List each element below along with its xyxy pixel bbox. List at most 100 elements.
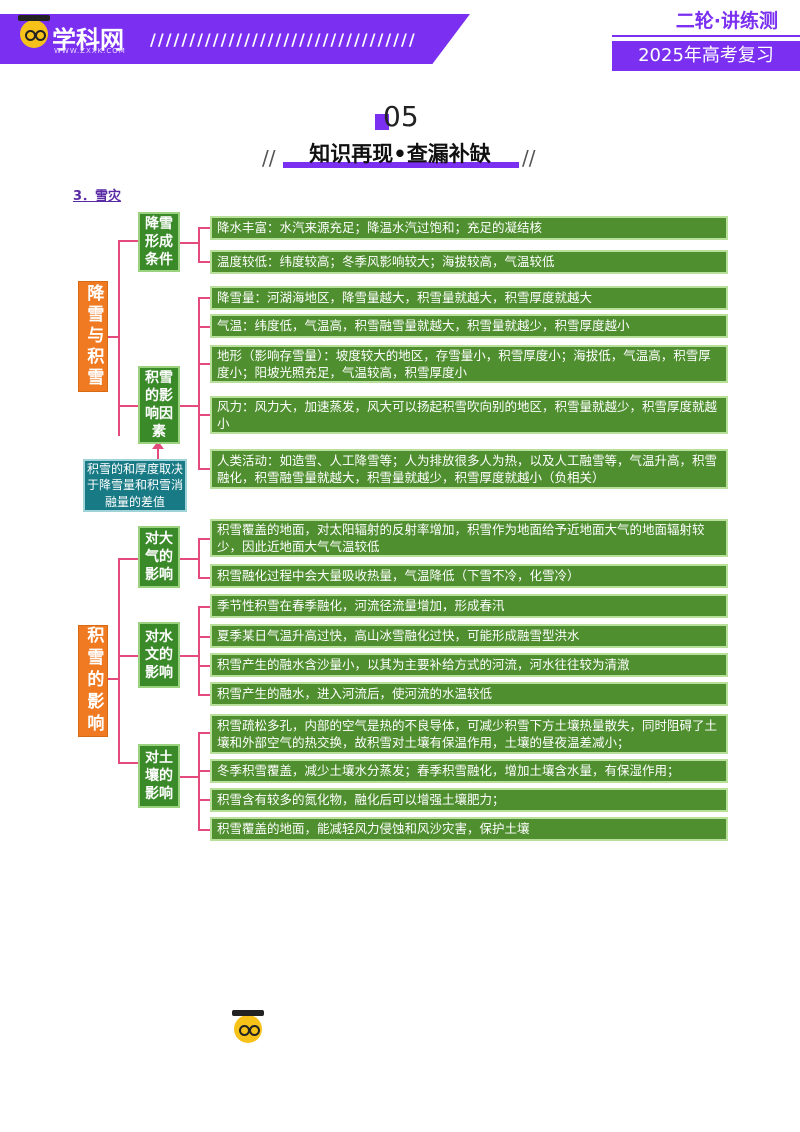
list-item: 积雪覆盖的地面，能减轻风力侵蚀和风沙灾害，保护土壤	[210, 817, 728, 841]
connector	[198, 261, 210, 263]
title-slash-right: //	[522, 146, 536, 170]
branch-snowfall-conditions: 降雪形成条件	[138, 212, 180, 272]
title-slash-left: //	[262, 146, 276, 170]
section-title: 知识再现•查漏补缺	[309, 142, 491, 166]
connector	[198, 829, 210, 831]
connector	[118, 558, 138, 560]
list-item: 积雪含有较多的氮化物，融化后可以增强土壤肥力；	[210, 788, 728, 812]
logo-text: 学科网	[52, 26, 124, 54]
root-snowfall-accumulation: 降雪与积雪	[78, 281, 108, 392]
item-text: 积雪融化过程中会大量吸收热量，气温降低（下雪不冷，化雪冷）	[217, 568, 580, 584]
logo-mascot-icon	[18, 15, 50, 48]
connector	[180, 655, 198, 657]
connector	[180, 776, 198, 778]
item-text: 温度较低：纬度较高；冬季风影响较大；海拔较高，气温较低	[217, 254, 555, 270]
section-number: 05	[383, 100, 419, 133]
logo-url: WWW.ZXXK.COM	[54, 47, 126, 55]
connector	[198, 326, 210, 328]
item-text: 降水丰富：水汽来源充足；降温水汽过饱和；充足的凝结核	[217, 220, 543, 236]
item-text: 积雪覆盖的地面，能减轻风力侵蚀和风沙灾害，保护土壤	[217, 821, 530, 837]
connector	[198, 694, 210, 696]
connector	[198, 227, 200, 262]
item-text: 积雪含有较多的氮化物，融化后可以增强土壤肥力；	[217, 792, 505, 808]
connector	[108, 678, 118, 680]
list-item: 地形（影响存雪量）：坡度较大的地区，存雪量小，积雪厚度小；海拔低，气温高，积雪厚…	[210, 345, 728, 383]
connector	[198, 606, 210, 608]
connector	[180, 242, 198, 244]
section-number-accent	[375, 114, 389, 130]
item-text: 降雪量：河湖海地区，降雪量越大，积雪量就越大，积雪厚度就越大	[217, 290, 593, 306]
list-item: 冬季积雪覆盖，减少土壤水分蒸发；春季积雪融化，增加土壤含水量，有保湿作用；	[210, 759, 728, 783]
item-text: 地形（影响存雪量）：坡度较大的地区，存雪量小，积雪厚度小；海拔低，气温高，积雪厚…	[217, 347, 711, 381]
list-item: 积雪融化过程中会大量吸收热量，气温降低（下雪不冷，化雪冷）	[210, 564, 728, 588]
connector	[198, 577, 210, 579]
subheading: 3．雪灾	[73, 189, 122, 204]
item-text: 积雪覆盖的地面，对太阳辐射的反射率增加，积雪作为地面给予近地面大气的地面辐射较少…	[217, 521, 705, 555]
item-text: 季节性积雪在春季融化，河流径流量增加，形成春汛	[217, 598, 505, 614]
root-label: 积雪的影响	[83, 626, 104, 736]
branch-atmosphere: 对大气的影响	[138, 526, 180, 588]
list-item: 温度较低：纬度较高；冬季风影响较大；海拔较高，气温较低	[210, 250, 728, 274]
item-text: 气温：纬度低，气温高，积雪融雪量就越大，积雪量就越少，积雪厚度越小	[217, 318, 630, 334]
list-item: 积雪疏松多孔，内部的空气是热的不良导体，可减少积雪下方土壤热量散失，同时阻碍了土…	[210, 714, 728, 754]
connector	[198, 606, 200, 695]
title-underline	[283, 162, 519, 168]
connector	[198, 538, 210, 540]
branch-hydrology: 对水文的影响	[138, 622, 180, 688]
branch-label: 积雪的影响因素	[145, 369, 173, 441]
list-item: 夏季某日气温升高过快，高山冰雪融化过快，可能形成融雪型洪水	[210, 624, 728, 648]
list-item: 季节性积雪在春季融化，河流径流量增加，形成春汛	[210, 594, 728, 618]
connector	[198, 799, 210, 801]
item-text: 积雪疏松多孔，内部的空气是热的不良导体，可减少积雪下方土壤热量散失，同时阻碍了土…	[217, 717, 718, 751]
connector	[118, 558, 120, 763]
connector	[198, 468, 210, 470]
branch-label: 对大气的影响	[145, 530, 173, 584]
connector	[198, 538, 200, 578]
branch-label: 对水文的影响	[145, 628, 173, 682]
list-item: 积雪覆盖的地面，对太阳辐射的反射率增加，积雪作为地面给予近地面大气的地面辐射较少…	[210, 519, 728, 557]
connector	[180, 558, 198, 560]
header-slashes: //////////////////////////////////	[150, 30, 417, 49]
connector	[198, 297, 210, 299]
branch-soil: 对土壤的影响	[138, 744, 180, 808]
list-item: 人类活动：如造雪、人工降雪等；人为排放很多人为热，以及人工融雪等，气温升高，积雪…	[210, 449, 728, 489]
connector	[118, 405, 138, 407]
list-item: 积雪产生的融水含沙量小，以其为主要补给方式的河流，河水往往较为清澈	[210, 653, 728, 677]
owl-mascot-icon	[232, 1010, 264, 1043]
item-text: 风力：风力大，加速蒸发，风大可以扬起积雪吹向别的地区，积雪量就越少，积雪厚度就越…	[217, 398, 718, 432]
branch-label: 降雪形成条件	[145, 215, 173, 269]
connector	[198, 227, 210, 229]
connector-arrow-stem	[157, 447, 159, 459]
connector	[198, 732, 210, 734]
connector	[198, 414, 210, 416]
list-item: 降雪量：河湖海地区，降雪量越大，积雪量就越大，积雪厚度就越大	[210, 286, 728, 310]
connector	[118, 655, 138, 657]
list-item: 风力：风力大，加速蒸发，风大可以扬起积雪吹向别的地区，积雪量就越少，积雪厚度就越…	[210, 396, 728, 434]
header-band	[0, 14, 470, 64]
connector	[118, 762, 138, 764]
series-title: 二轮·讲练测	[675, 10, 778, 32]
note-text: 积雪的和厚度取决于降雪量和积雪消融量的差值	[87, 462, 184, 509]
connector	[118, 240, 120, 436]
connector	[198, 636, 210, 638]
item-text: 冬季积雪覆盖，减少土壤水分蒸发；春季积雪融化，增加土壤含水量，有保湿作用；	[217, 763, 680, 779]
note-snow-depth: 积雪的和厚度取决于降雪量和积雪消融量的差值	[83, 459, 187, 512]
connector	[198, 297, 200, 469]
branch-label: 对土壤的影响	[145, 749, 173, 803]
connector	[198, 770, 210, 772]
list-item: 降水丰富：水汽来源充足；降温水汽过饱和；充足的凝结核	[210, 216, 728, 240]
header-divider	[612, 35, 800, 37]
exam-title: 2025年高考复习	[612, 41, 800, 71]
connector	[108, 336, 118, 338]
connector	[198, 665, 210, 667]
connector	[180, 405, 198, 407]
arrow-up-icon	[152, 441, 164, 449]
item-text: 积雪产生的融水含沙量小，以其为主要补给方式的河流，河水往往较为清澈	[217, 657, 630, 673]
connector	[198, 363, 210, 365]
root-label: 降雪与积雪	[83, 284, 104, 389]
branch-snow-factors: 积雪的影响因素	[138, 366, 180, 444]
item-text: 积雪产生的融水，进入河流后，使河流的水温较低	[217, 686, 493, 702]
item-text: 夏季某日气温升高过快，高山冰雪融化过快，可能形成融雪型洪水	[217, 628, 580, 644]
connector	[118, 240, 138, 242]
list-item: 气温：纬度低，气温高，积雪融雪量就越大，积雪量就越少，积雪厚度越小	[210, 314, 728, 338]
